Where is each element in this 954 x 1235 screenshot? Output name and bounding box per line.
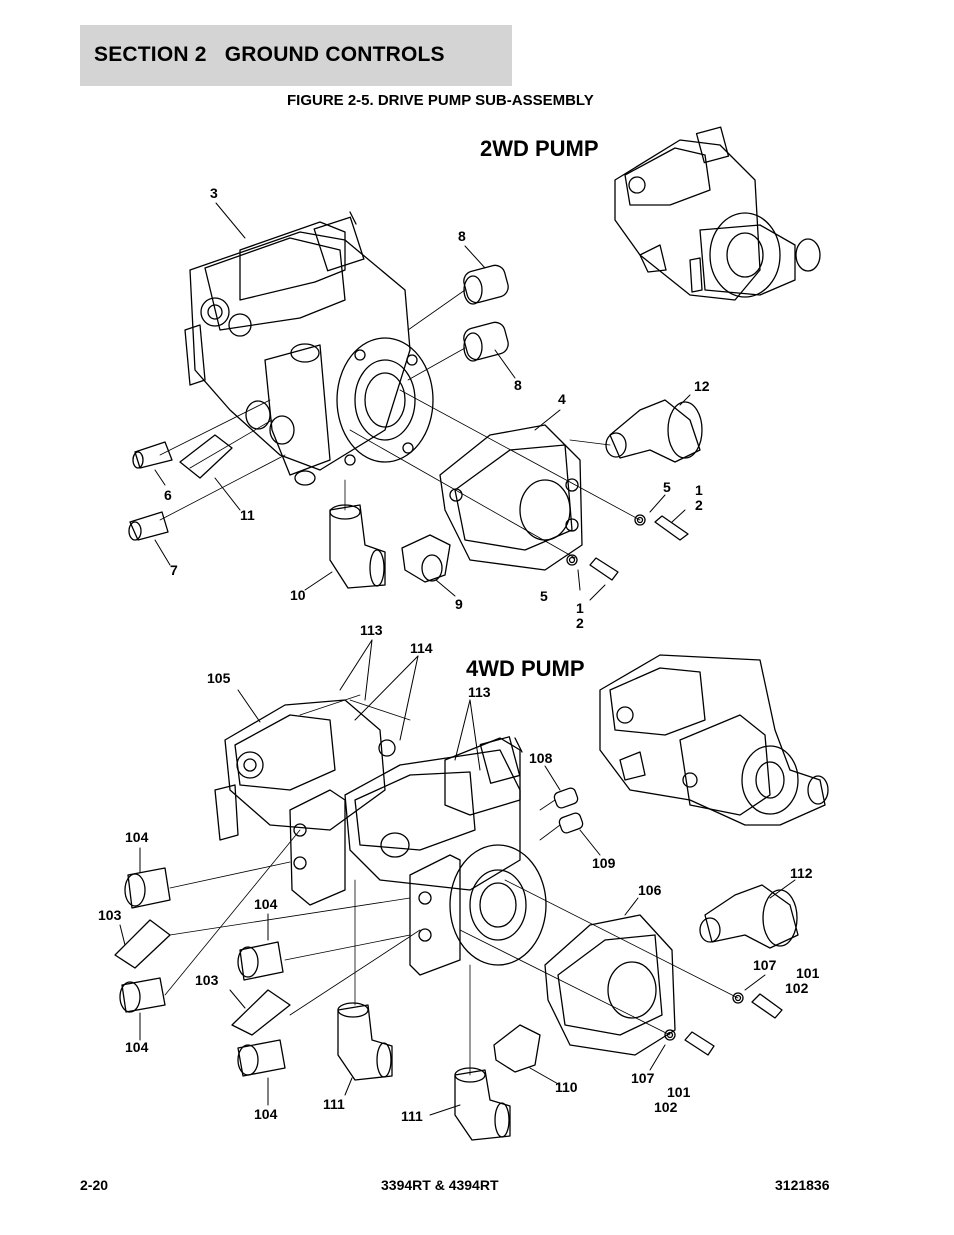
pump-2wd-thumbnail [615, 127, 820, 300]
callout-108: 108 [529, 750, 553, 766]
callout-106: 106 [638, 882, 662, 898]
callout-3: 3 [210, 185, 218, 201]
callout-7: 7 [170, 562, 178, 578]
section-header: SECTION 2 GROUND CONTROLS [80, 25, 512, 86]
callout-8: 8 [458, 228, 466, 244]
pump-2wd-exploded-view [129, 203, 702, 600]
footer-doc-number: 3121836 [775, 1177, 830, 1193]
callout-1-2: 1 2 [695, 482, 703, 513]
callout-8: 8 [514, 377, 522, 393]
callout-105: 105 [207, 670, 231, 686]
callout-109: 109 [592, 855, 616, 871]
callout-102: 102 [654, 1099, 678, 1115]
callout-5: 5 [540, 588, 548, 604]
callout-1-2: 1 2 [576, 600, 584, 631]
callout-102: 102 [785, 980, 809, 996]
callout-6: 6 [164, 487, 172, 503]
callout-101: 101 [667, 1084, 691, 1100]
callout-104: 104 [254, 896, 278, 912]
callout-113: 113 [360, 622, 383, 638]
callout-112: 112 [790, 865, 813, 881]
callout-103: 103 [195, 972, 219, 988]
pump-2wd-title: 2WD PUMP [480, 136, 599, 161]
callout-101: 101 [796, 965, 820, 981]
callout-104: 104 [254, 1106, 278, 1122]
callout-114: 114 [410, 640, 433, 656]
footer-page-number: 2-20 [80, 1177, 109, 1193]
pump-4wd-thumbnail [600, 655, 828, 825]
callout-5: 5 [663, 479, 671, 495]
pump-4wd-title: 4WD PUMP [466, 656, 585, 681]
callout-103: 103 [98, 907, 122, 923]
callout-110: 110 [555, 1079, 578, 1095]
callout-111: 111 [401, 1108, 423, 1124]
callout-107: 107 [753, 957, 777, 973]
callout-9: 9 [455, 596, 463, 612]
pump-4wd-exploded-view [115, 640, 798, 1140]
callout-10: 10 [290, 587, 306, 603]
callout-111: 111 [323, 1096, 345, 1112]
callout-104: 104 [125, 1039, 149, 1055]
callout-4: 4 [558, 391, 566, 407]
callout-113: 113 [468, 684, 491, 700]
callout-12: 12 [694, 378, 710, 394]
callout-107: 107 [631, 1070, 655, 1086]
footer-model: 3394RT & 4394RT [381, 1177, 499, 1193]
section-title: SECTION 2 GROUND CONTROLS [94, 43, 445, 66]
figure-title: FIGURE 2-5. DRIVE PUMP SUB-ASSEMBLY [287, 92, 594, 109]
callout-11: 11 [240, 507, 255, 523]
callout-104: 104 [125, 829, 149, 845]
